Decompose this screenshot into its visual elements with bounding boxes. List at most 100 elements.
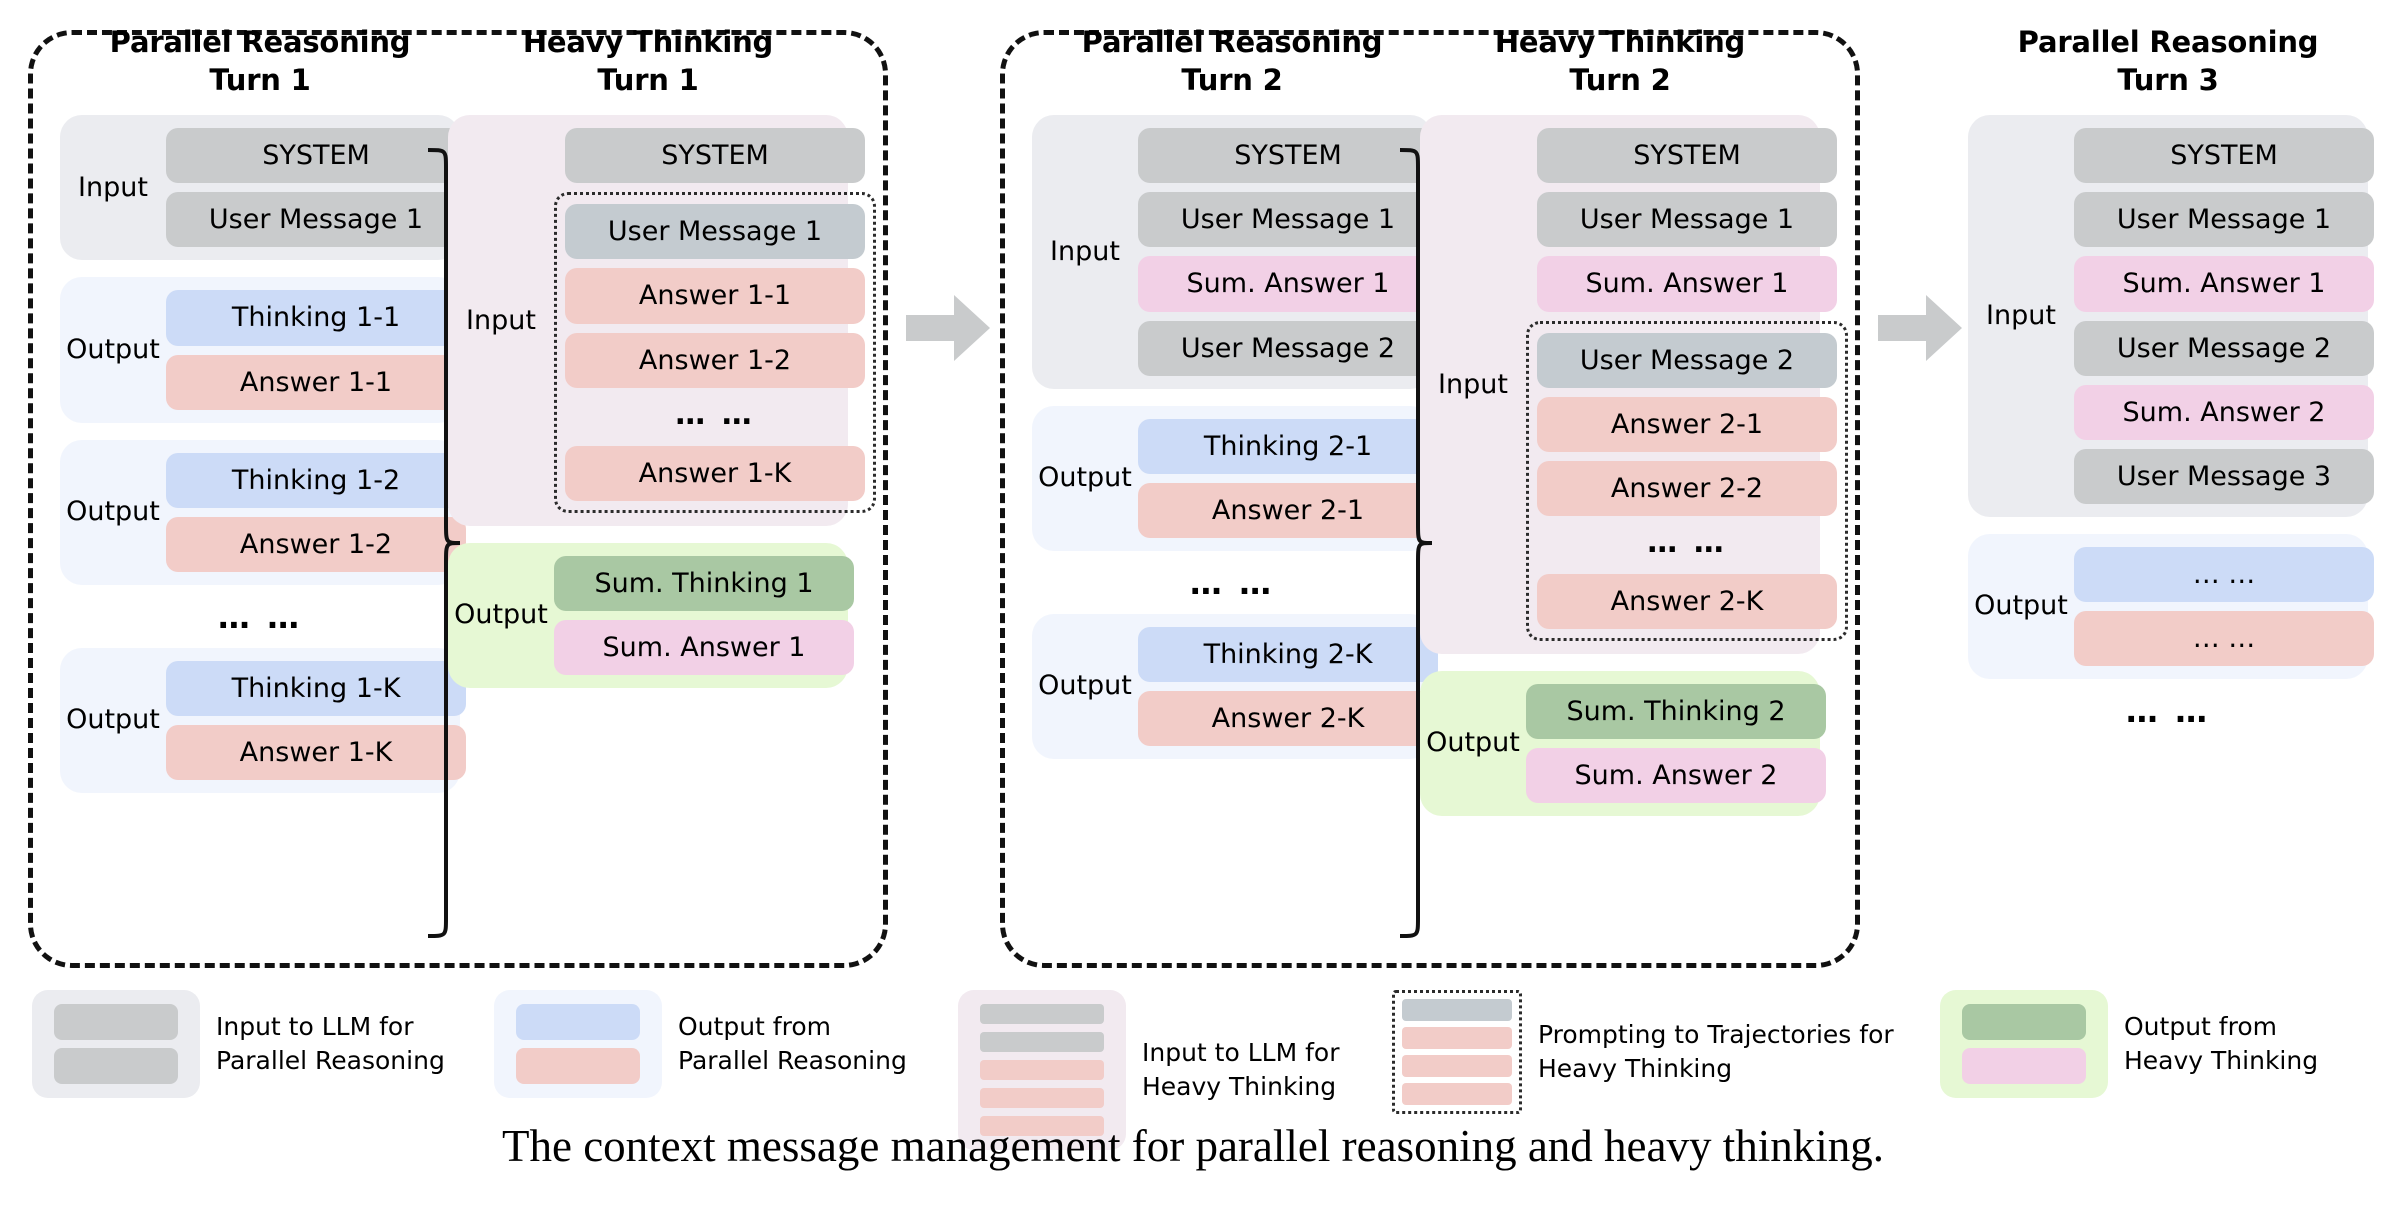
legend-bar [980, 1116, 1104, 1136]
chip-answer: Answer 1-K [565, 445, 865, 501]
chip-think: Thinking 2-K [1138, 626, 1438, 682]
chip-answer: Answer 1-1 [166, 354, 466, 410]
figure-caption: The context message management for paral… [501, 1121, 1884, 1171]
group-label: Input [78, 172, 148, 204]
group-pr-input: Input SYSTEM User Message 1 [60, 115, 466, 261]
legend-bar [1402, 1027, 1512, 1049]
chip-think: … … [2074, 546, 2374, 602]
group-body: SYSTEM User Message 1 [166, 128, 466, 248]
group-pr-output: Output… …… … [1968, 533, 2374, 679]
group-label: Output [1038, 670, 1132, 702]
chip-user-d: User Message 2 [1537, 332, 1837, 388]
chip-answer: Answer 2-K [1138, 690, 1438, 746]
legend-label: Input to LLM for Parallel Reasoning [216, 1011, 445, 1076]
chip-answer: Answer 1-K [166, 724, 466, 780]
chip-system: SYSTEM [565, 128, 865, 184]
legend-bar [980, 1004, 1104, 1024]
chip-think: Thinking 1-1 [166, 290, 466, 346]
legend-bar [1402, 1083, 1512, 1105]
chip-user: User Message 2 [2074, 320, 2374, 376]
chip-sumthink: Sum. Thinking 2 [1526, 683, 1826, 739]
legend-bar [980, 1060, 1104, 1080]
legend-swatch [1940, 990, 2108, 1098]
ellipsis-separator: … … [1189, 563, 1275, 602]
chip-answer: Answer 2-1 [1138, 482, 1438, 538]
legend-bar [980, 1032, 1104, 1052]
chip-answer: Answer 1-2 [565, 332, 865, 388]
group-label: Output [66, 704, 160, 736]
chip-sumthink: Sum. Thinking 1 [554, 555, 854, 611]
chip-sumans: Sum. Answer 2 [2074, 384, 2374, 440]
legend-pr-input: Input to LLM for Parallel Reasoning [32, 990, 445, 1098]
chip-system: SYSTEM [166, 128, 466, 184]
group-body: Thinking 1-K Answer 1-K [166, 660, 466, 780]
group-label: Output [66, 334, 160, 366]
legend-bar [1962, 1004, 2086, 1040]
legend-ht-input: Input to LLM for Heavy Thinking [958, 990, 1339, 1150]
chip-user: User Message 1 [1537, 192, 1837, 248]
legend: Input to LLM for Parallel Reasoning Outpu… [0, 990, 2386, 1150]
group-label: Output [1038, 462, 1132, 494]
chip-sumans: Sum. Answer 1 [554, 619, 854, 675]
chip-user: User Message 1 [2074, 192, 2374, 248]
stage-box-turn-2 [1000, 30, 1860, 968]
chip-answer: … … [2074, 610, 2374, 666]
ellipsis-separator: … … [217, 597, 303, 636]
flow-arrow-icon [906, 295, 990, 361]
group-body: Sum. Thinking 1 Sum. Answer 1 [554, 555, 854, 675]
column-title: Heavy Thinking Turn 2 [1494, 25, 1746, 97]
legend-bar [516, 1048, 640, 1084]
legend-label: Output from Parallel Reasoning [678, 1011, 907, 1076]
column-pr-turn-1: Parallel Reasoning Turn 1 Input SYSTEM User… [60, 0, 466, 810]
legend-swatch [32, 990, 200, 1098]
legend-bar [54, 1004, 178, 1040]
chip-user: User Message 2 [1138, 320, 1438, 376]
legend-swatch [1392, 990, 1522, 1114]
chip-user: User Message 3 [2074, 448, 2374, 504]
column-title: Heavy Thinking Turn 1 [522, 25, 774, 97]
group-body: Thinking 2-K Answer 2-K [1138, 626, 1438, 746]
chip-think: Thinking 1-K [166, 660, 466, 716]
legend-label: Input to LLM for Heavy Thinking [1142, 1037, 1340, 1102]
legend-bar [980, 1088, 1104, 1108]
group-label: Input [466, 304, 536, 336]
stage-box-turn-1 [28, 30, 888, 968]
legend-pr-output: Output from Parallel Reasoning [494, 990, 907, 1098]
legend-label: Prompting to Trajectories for Heavy Thin… [1538, 1019, 1894, 1084]
legend-bar [1962, 1048, 2086, 1084]
group-label: Output [66, 496, 160, 528]
legend-bar [1402, 1055, 1512, 1077]
column-title: Parallel Reasoning Turn 1 [109, 25, 411, 97]
chip-think: Thinking 2-1 [1138, 418, 1438, 474]
ellipsis-separator: … … [2125, 691, 2211, 730]
legend-bar [516, 1004, 640, 1040]
chip-system: SYSTEM [1138, 128, 1438, 184]
legend-bar [54, 1048, 178, 1084]
chip-answer: Answer 2-K [1537, 573, 1837, 629]
chip-user: User Message 1 [166, 192, 466, 248]
group-label: Input [1438, 368, 1508, 400]
legend-ht-prompt: Prompting to Trajectories for Heavy Thin… [1392, 990, 1894, 1114]
group-label: Input [1986, 300, 2056, 332]
ellipsis-row: … … [1647, 524, 1727, 560]
chip-think: Thinking 1-2 [166, 452, 466, 508]
group-body: … … … … [2074, 546, 2374, 666]
